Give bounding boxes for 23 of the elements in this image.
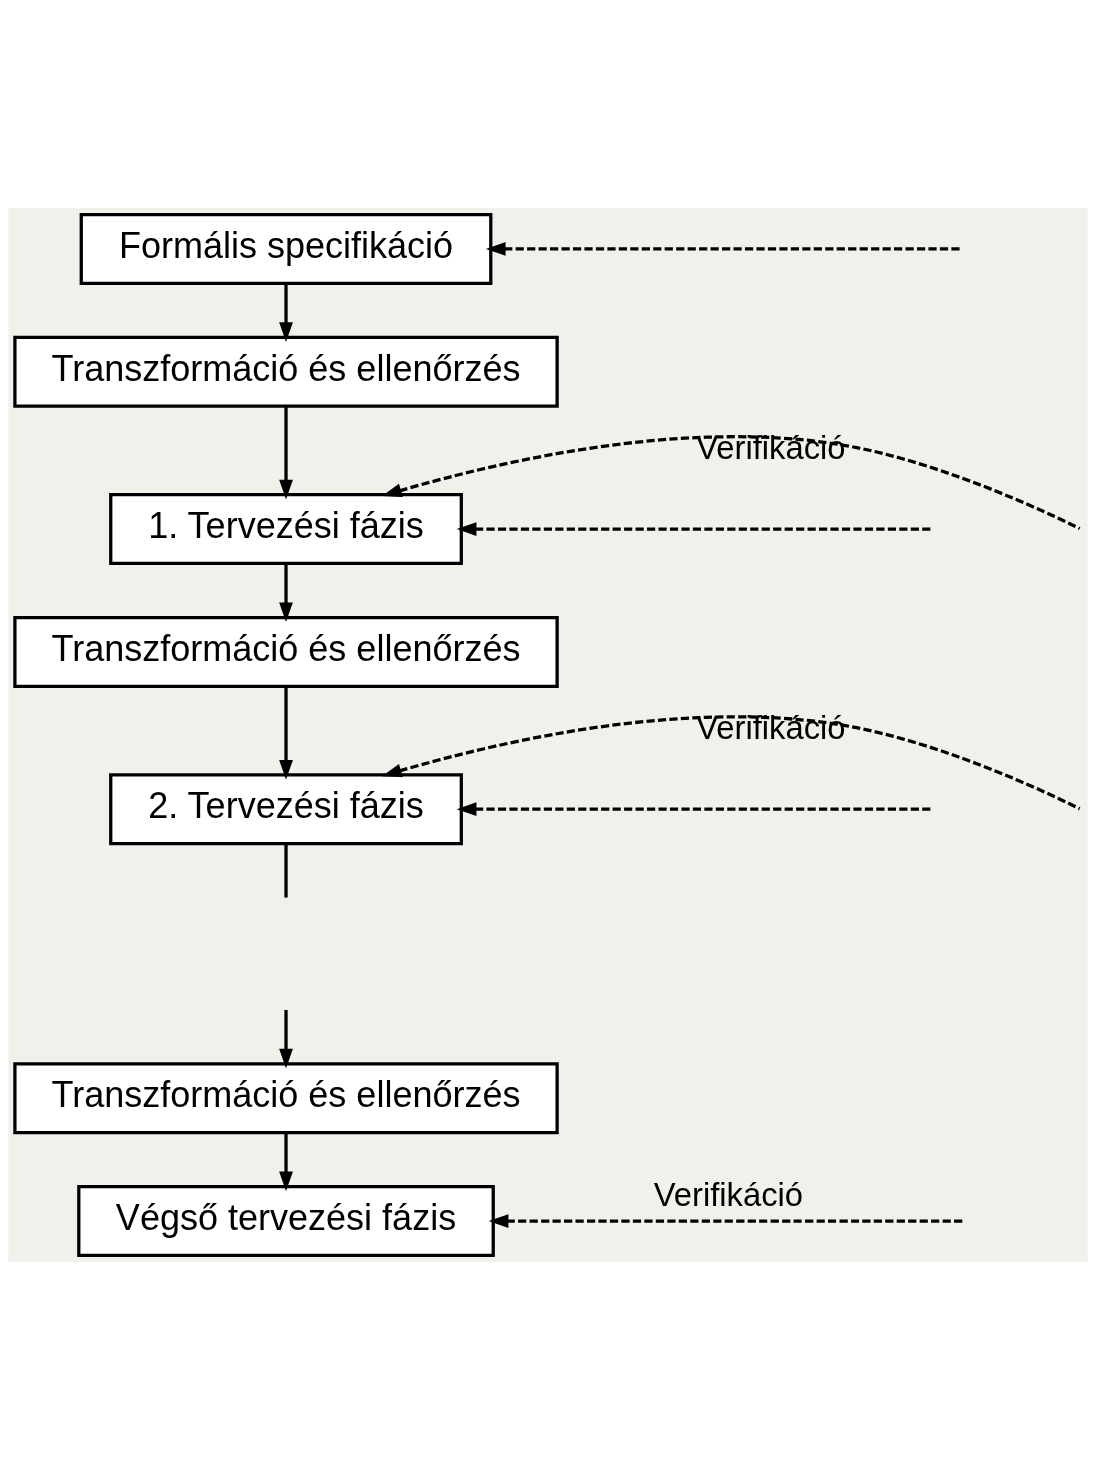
node-box: 2. Tervezési fázis [109,772,463,845]
arrow [279,686,293,780]
edge-label: Verifikáció [696,428,846,466]
node-box: Végső tervezési fázis [77,1184,495,1257]
node-box: Transzformáció és ellenőrzés [13,1061,559,1134]
arrow [279,1132,293,1191]
arrow [456,801,933,816]
arrow [382,434,1081,530]
arrow [279,283,293,342]
arrow [382,714,1081,810]
arrow [279,1009,293,1068]
node-box: Transzformáció és ellenőrzés [13,615,559,688]
edge-label: Verifikáció [696,708,846,746]
arrow [279,406,293,500]
connector [284,843,288,898]
node-box: Transzformáció és ellenőrzés [13,335,559,408]
arrow [488,1213,964,1228]
arrow [279,563,293,622]
arrow [485,241,962,256]
edge-label: Verifikáció [653,1175,804,1213]
node-box: 1. Tervezési fázis [109,492,463,565]
node-box: Formális specifikáció [79,212,493,285]
arrow [456,521,933,536]
